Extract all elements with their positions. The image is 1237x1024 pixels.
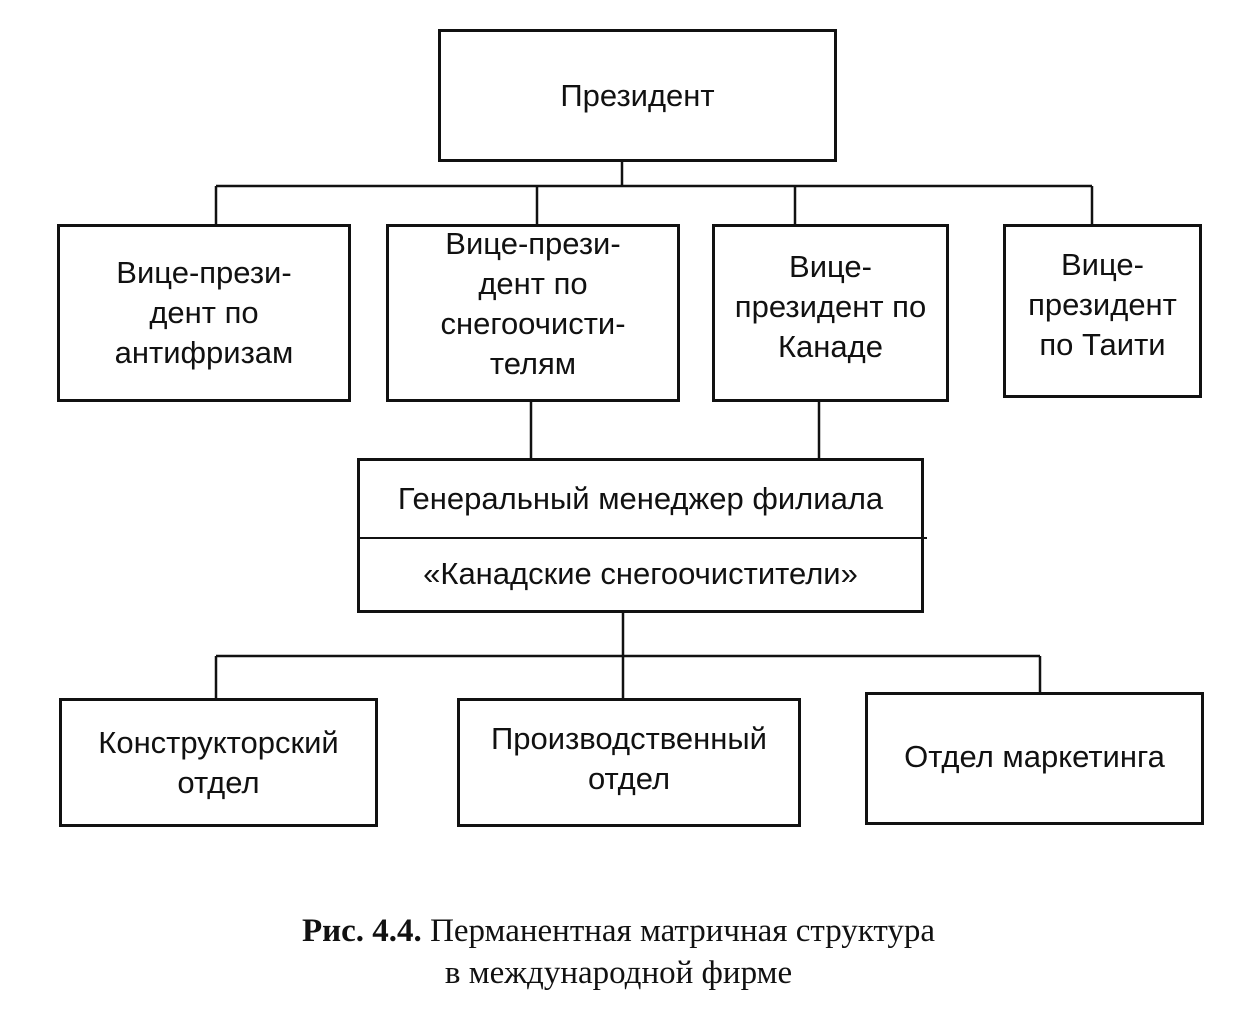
vp-snowplows-box: Вице-прези- дент по снегоочисти- телям [386,224,680,402]
figure-caption-title: Перманентная матричная структура [430,913,936,949]
marketing-department-box: Отдел маркетинга [865,692,1204,825]
vp-canada-box: Вице- президент по Канаде [712,224,949,402]
figure-caption-line-1: Рис. 4.4. Перманентная матричная структу… [0,910,1237,952]
production-department-box: Производственный отдел [457,698,801,827]
general-manager-title-row: Генеральный менеджер филиала [360,461,921,537]
figure-caption-label: Рис. 4.4. [301,913,422,949]
general-manager-box: Генеральный менеджер филиала «Канадские … [357,458,927,613]
marketing-department-label: Отдел маркетинга [904,738,1165,774]
vp-canada-label: Вице- президент по Канаде [734,249,927,364]
figure-caption-line-2: в международной фирме [444,955,793,991]
vp-tahiti-label: Вице- президент по Таити [1028,247,1177,362]
vp-antifreeze-box: Вице-прези- дент по антифризам [57,224,351,402]
vp-antifreeze-label: Вице-прези- дент по антифризам [114,255,294,370]
production-department-label: Производственный отдел [491,720,767,796]
design-department-box: Конструкторский отдел [59,698,378,827]
general-manager-title: Генеральный менеджер филиала [397,481,884,516]
president-label: Президент [560,77,715,113]
general-manager-branch-row: «Канадские снегоочистители» [360,538,921,610]
president-box: Президент [438,29,837,162]
general-manager-divider [360,537,927,539]
general-manager-branch-name: «Канадские снегоочистители» [423,556,858,591]
figure-caption: Рис. 4.4. Перманентная матричная структу… [0,910,1237,994]
vp-snowplows-label: Вице-прези- дент по снегоочисти- телям [440,226,626,381]
design-department-label: Конструкторский отдел [98,724,339,800]
vp-tahiti-box: Вице- президент по Таити [1003,224,1202,398]
